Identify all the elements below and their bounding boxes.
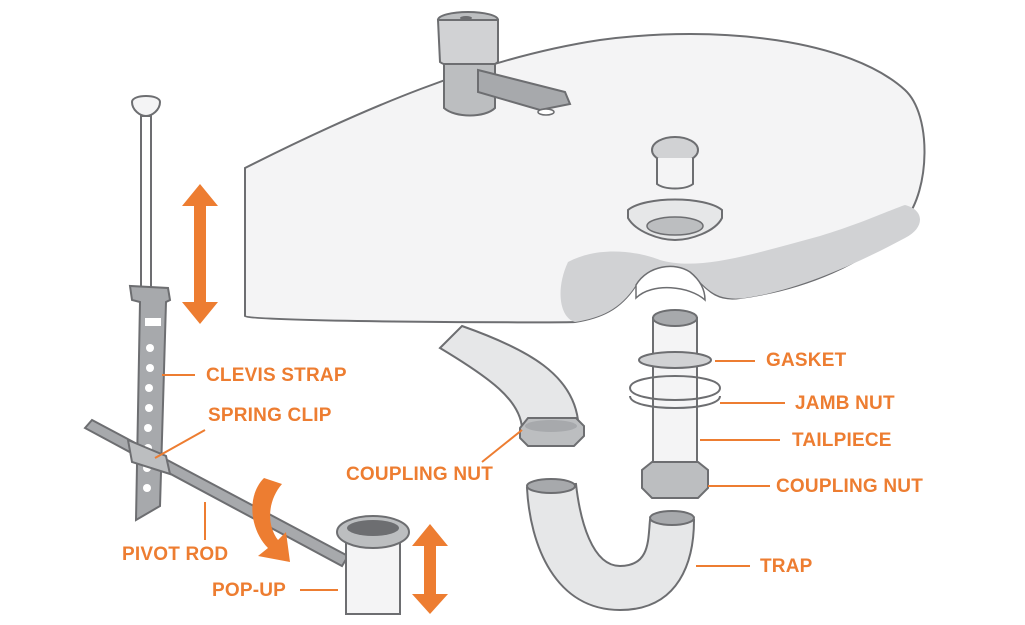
label-coupling-nut-left: COUPLING NUT [346,464,494,485]
label-jamb-nut: JAMB NUT [795,393,895,414]
label-trap: TRAP [760,556,813,577]
p-trap [525,478,696,612]
elbow-pipe [438,324,585,447]
spring-clip [126,438,172,476]
faucet [436,11,572,117]
lift-rod [130,95,162,297]
sink-basin [244,33,926,324]
pop-up [336,515,410,615]
label-pop-up: POP-UP [212,580,287,601]
clevis-strap [128,284,172,522]
drain-stopper [627,136,723,242]
label-tailpiece: TAILPIECE [792,430,892,451]
leader-lines [154,360,785,591]
label-pivot-rod: PIVOT ROD [122,544,229,565]
label-coupling-nut-right: COUPLING NUT [776,476,924,497]
up-down-arrow-icon [412,524,448,614]
tailpiece [628,309,722,499]
label-spring-clip: SPRING CLIP [208,405,332,426]
label-clevis-strap: CLEVIS STRAP [206,365,347,386]
rotate-arrow-icon [252,478,290,562]
label-gasket: GASKET [766,350,847,371]
up-down-arrow-icon [182,184,218,324]
